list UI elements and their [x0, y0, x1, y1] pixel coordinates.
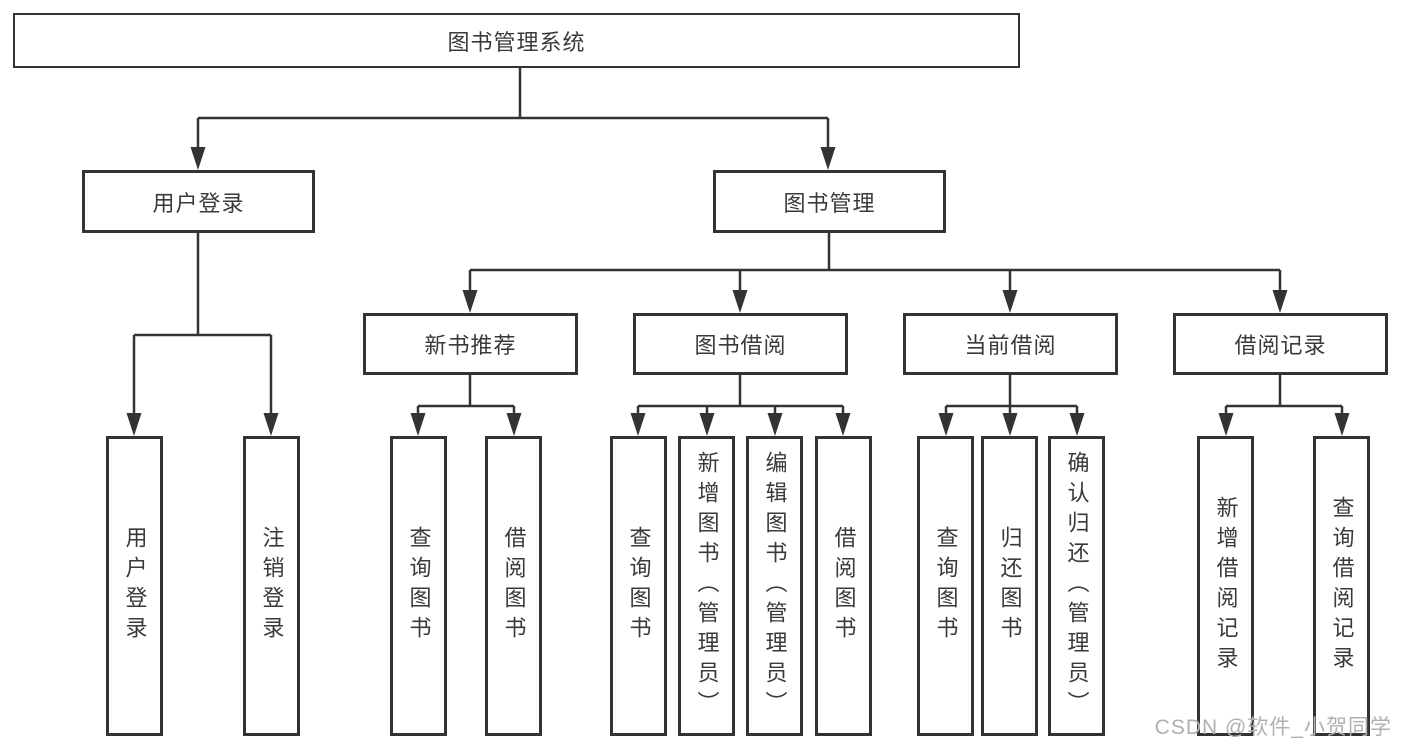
node-borrow-records: 借阅记录	[1173, 313, 1388, 375]
leaf-confirm-return-admin-label: 确认归还（管理员）	[1064, 451, 1090, 721]
arrowheads	[126, 147, 1350, 436]
leaf-query-borrow-record-label: 查询借阅记录	[1329, 496, 1355, 676]
leaf-edit-books-admin: 编辑图书（管理员）	[746, 436, 803, 736]
leaf-add-books-admin: 新增图书（管理员）	[678, 436, 735, 736]
csdn-watermark: CSDN @软件_小贺同学	[1154, 716, 1392, 739]
node-current-borrow: 当前借阅	[903, 313, 1118, 375]
leaf-user-login: 用户登录	[106, 436, 163, 736]
node-user-login: 用户登录	[82, 170, 315, 233]
leaf-query-books-current-label: 查询图书	[933, 526, 959, 646]
node-root-system: 图书管理系统	[13, 13, 1020, 68]
leaf-borrow-books-recommend: 借阅图书	[485, 436, 542, 736]
node-new-book-recommend: 新书推荐	[363, 313, 578, 375]
leaf-return-books: 归还图书	[981, 436, 1038, 736]
leaf-borrow-books-label: 借阅图书	[831, 526, 857, 646]
leaf-add-books-admin-label: 新增图书（管理员）	[694, 451, 720, 721]
leaf-edit-books-admin-label: 编辑图书（管理员）	[762, 451, 788, 721]
leaf-add-borrow-record: 新增借阅记录	[1197, 436, 1254, 736]
leaf-return-books-label: 归还图书	[997, 526, 1023, 646]
leaf-add-borrow-record-label: 新增借阅记录	[1213, 496, 1239, 676]
leaf-query-books-current: 查询图书	[917, 436, 974, 736]
node-book-borrow: 图书借阅	[633, 313, 848, 375]
leaf-query-books-recommend-label: 查询图书	[406, 526, 432, 646]
leaf-logout-label: 注销登录	[259, 526, 285, 646]
leaf-logout: 注销登录	[243, 436, 300, 736]
leaf-confirm-return-admin: 确认归还（管理员）	[1048, 436, 1105, 736]
leaf-query-books-recommend: 查询图书	[390, 436, 447, 736]
node-book-management: 图书管理	[713, 170, 946, 233]
leaf-query-books-borrow: 查询图书	[610, 436, 667, 736]
leaf-query-borrow-record: 查询借阅记录	[1313, 436, 1370, 736]
leaf-borrow-books-recommend-label: 借阅图书	[501, 526, 527, 646]
leaf-user-login-label: 用户登录	[122, 526, 148, 646]
leaf-borrow-books: 借阅图书	[815, 436, 872, 736]
leaf-query-books-borrow-label: 查询图书	[626, 526, 652, 646]
